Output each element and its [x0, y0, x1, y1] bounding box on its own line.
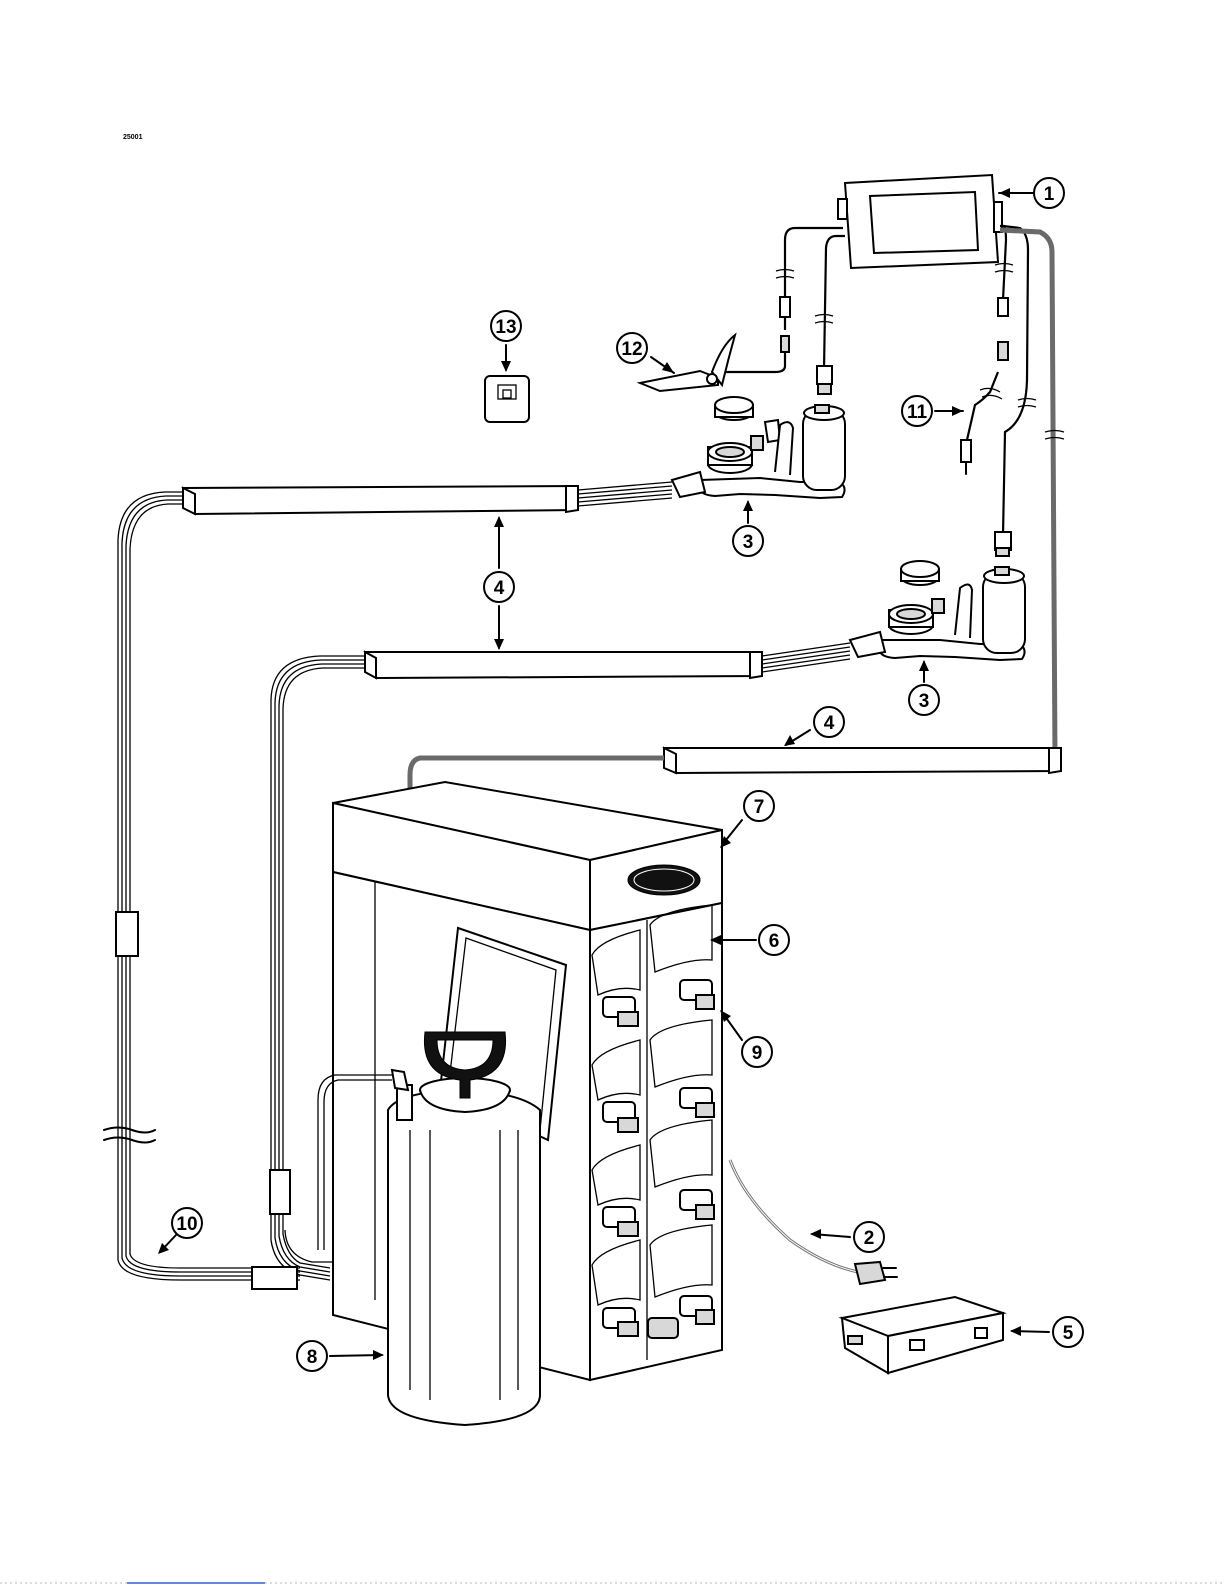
valve-assembly-lower	[850, 561, 1025, 682]
callout-4-lower: 4	[814, 707, 844, 737]
callout-label: 5	[1063, 1323, 1074, 1344]
pigtail-cable	[935, 372, 1002, 474]
callout-label: 4	[494, 578, 505, 599]
callout-13: 13	[491, 311, 521, 341]
callout-label: 4	[824, 713, 835, 734]
callout-label: 3	[919, 691, 930, 712]
callout-label: 6	[769, 931, 780, 952]
callout-label: 10	[176, 1214, 197, 1235]
callout-5: 5	[1053, 1317, 1083, 1347]
probe-sensor	[640, 335, 785, 391]
callout-11: 11	[902, 396, 932, 426]
callout-9: 9	[742, 1037, 772, 1067]
callout-1: 1	[1034, 178, 1064, 208]
callout-label: 9	[752, 1043, 763, 1064]
callout-8: 8	[297, 1341, 327, 1371]
callout-10: 10	[172, 1208, 202, 1238]
callout-label: 8	[307, 1347, 318, 1368]
callout-label: 13	[495, 317, 516, 338]
callout-2: 2	[854, 1222, 884, 1252]
callout-3-upper: 3	[733, 526, 763, 556]
callout-label: 3	[743, 532, 754, 553]
callout-12: 12	[617, 333, 647, 363]
manifold-lower	[410, 748, 1061, 792]
manifold-upper	[183, 482, 672, 514]
callout-4-upper: 4	[484, 572, 514, 602]
clip-part	[485, 345, 529, 422]
callout-label: 12	[621, 339, 642, 360]
figure-id: 25001	[123, 134, 143, 141]
tubing-bundles	[104, 492, 365, 1289]
manifold-callout-arrows	[494, 516, 810, 746]
valve-assembly-upper	[672, 397, 845, 523]
callout-label: 2	[864, 1228, 875, 1249]
callout-7: 7	[744, 791, 774, 821]
callout-3-lower: 3	[909, 685, 939, 715]
callout-label: 11	[907, 402, 928, 423]
callout-label: 1	[1044, 184, 1055, 205]
manifold-middle	[365, 643, 850, 678]
callout-label: 7	[754, 797, 765, 818]
callout-6: 6	[759, 925, 789, 955]
carry-case	[842, 1297, 1049, 1373]
